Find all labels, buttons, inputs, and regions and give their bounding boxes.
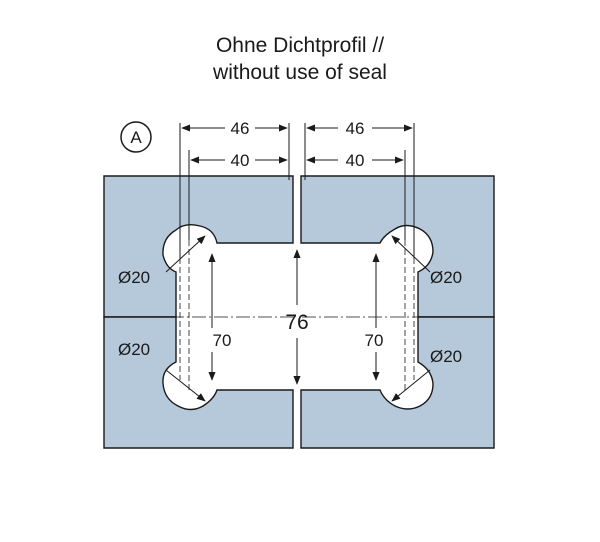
hole-diameter-left-bottom: Ø20 <box>118 340 150 359</box>
top-dimension-lines <box>181 124 413 164</box>
dim-left-height: 70 <box>213 331 232 350</box>
dim-top-left-inner: 40 <box>231 151 250 170</box>
hole-diameter-right-top: Ø20 <box>430 268 462 287</box>
glass-panels <box>103 175 495 449</box>
svg-text:A: A <box>130 128 142 147</box>
glass-panel-right-top <box>300 175 495 318</box>
dim-right-height: 70 <box>365 331 384 350</box>
title-line-german: Ohne Dichtprofil // <box>215 34 385 57</box>
dim-center-height: 76 <box>285 311 308 334</box>
detail-marker-a: A <box>120 121 152 153</box>
hole-diameter-right-bottom: Ø20 <box>430 347 462 366</box>
vertical-dimension-lines <box>208 249 380 385</box>
extension-lines <box>179 123 415 258</box>
dim-top-left-outer: 46 <box>231 119 250 138</box>
glass-panel-left-top <box>103 175 294 318</box>
glass-panel-right-bottom <box>300 316 495 449</box>
diameter-leaders <box>165 235 431 402</box>
glass-panel-left-bottom <box>103 316 294 449</box>
dim-top-right-outer: 46 <box>346 119 365 138</box>
construction-lines <box>179 240 415 392</box>
title-line-english: without use of seal <box>213 61 387 84</box>
hole-diameter-left-top: Ø20 <box>118 268 150 287</box>
dim-top-right-inner: 40 <box>346 151 365 170</box>
